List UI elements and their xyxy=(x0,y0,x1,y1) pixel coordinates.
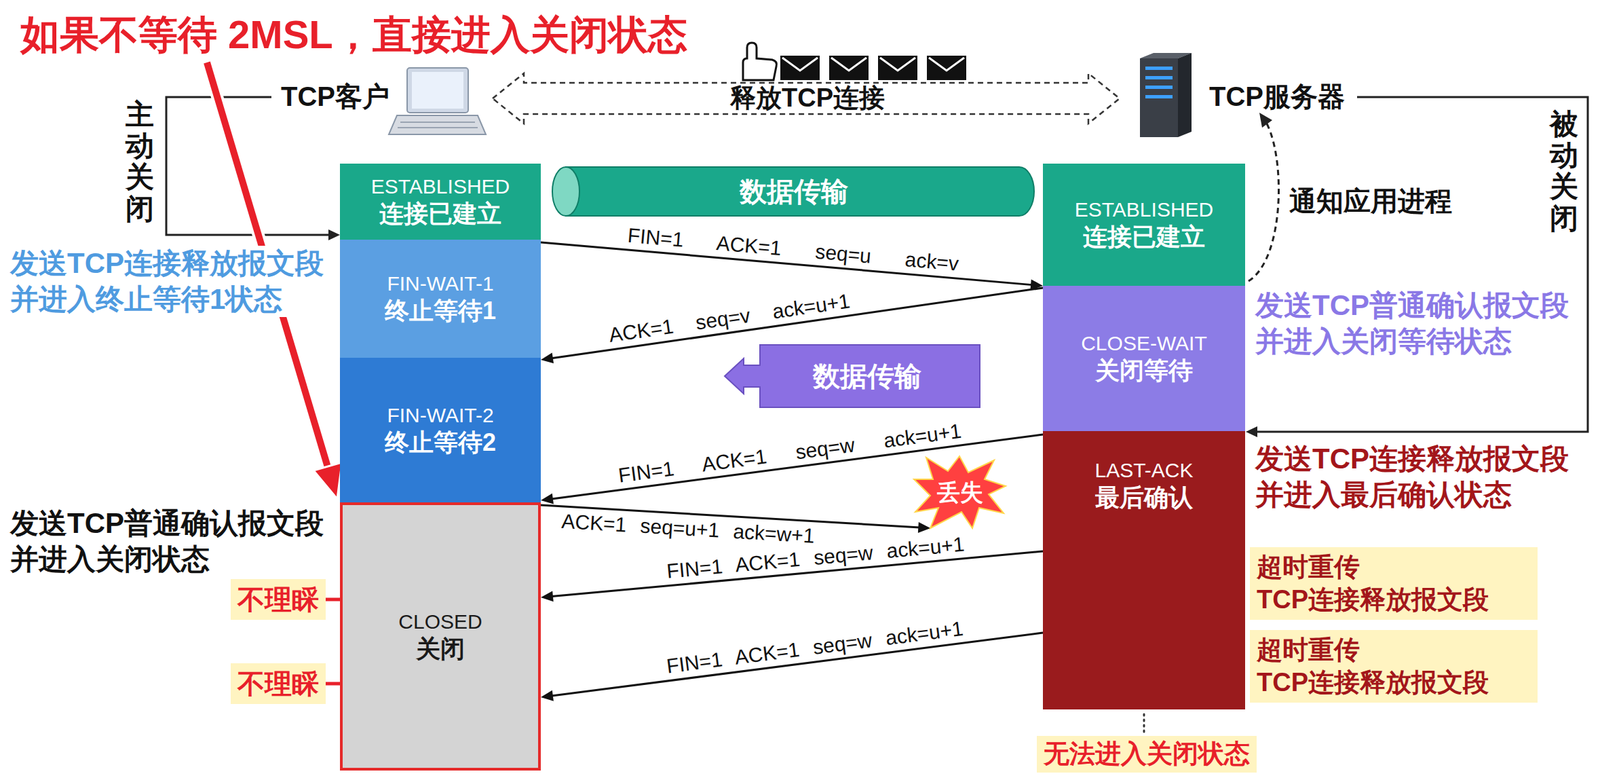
dotted-line xyxy=(1143,713,1146,732)
envelope-icon xyxy=(829,55,869,81)
edge-label: FIN=1 ACK=1 seq=u ack=v xyxy=(624,223,961,277)
note-box: 无法进入关闭状态 xyxy=(1036,735,1257,773)
arrow-head xyxy=(1245,426,1258,437)
bracket-line xyxy=(1256,97,1588,432)
node-text: 连接已建立 xyxy=(1082,221,1206,252)
notify-curve xyxy=(1248,118,1280,281)
note-box: 超时重传 TCP连接释放报文段 xyxy=(1249,546,1538,620)
state-box: FIN-WAIT-2终止等待2 xyxy=(339,357,541,503)
server-front xyxy=(1139,58,1178,138)
pipe-body xyxy=(565,166,1035,216)
state-box: CLOSED关闭 xyxy=(339,502,541,771)
laptop-display xyxy=(411,71,464,109)
node-text: 终止等待2 xyxy=(384,427,497,457)
title-text: 如果不等待 2MSL，直接进入关闭状态 xyxy=(20,10,688,59)
laptop-base xyxy=(388,115,486,135)
step-note: 发送TCP普通确认报文段 并进入关闭状态 xyxy=(10,505,340,577)
pipe-end xyxy=(552,166,580,216)
node-text: CLOSE-WAIT xyxy=(1080,331,1208,356)
node-text: 不理睬 xyxy=(237,667,319,700)
data-arrow: 数据传输 xyxy=(724,344,980,408)
state-box: ESTABLISHED连接已建立 xyxy=(339,163,541,240)
arrow-head xyxy=(1259,112,1273,128)
envelope-flap xyxy=(880,57,916,71)
hand-icon xyxy=(743,42,777,81)
node-text: 关闭等待 xyxy=(1095,355,1193,385)
node-text: 丢失 xyxy=(937,478,984,507)
node-text: 最后确认 xyxy=(1095,482,1193,512)
edge-label: ACK=1 seq=u+1 ack=w+1 xyxy=(559,509,817,549)
edge-label: ACK=1 seq=v ack=u+1 xyxy=(605,289,853,348)
node-text: 不理睬 xyxy=(237,582,319,616)
arrow-head xyxy=(540,690,554,701)
laptop-screen xyxy=(407,67,469,113)
node-text: ESTABLISHED xyxy=(371,174,511,199)
note: 通知应用进程 xyxy=(1289,184,1453,218)
arrow-head xyxy=(540,493,554,505)
server-light xyxy=(1145,94,1173,99)
node-text: FIN-WAIT-2 xyxy=(386,403,494,428)
arrow-head xyxy=(328,229,340,241)
note-box: 不理睬 xyxy=(230,578,326,620)
note-box: 超时重传 TCP连接释放报文段 xyxy=(1249,629,1538,703)
server-light xyxy=(1145,75,1173,80)
data-pipe: 数据传输 xyxy=(550,165,1037,218)
step-note: 发送TCP连接释放报文段 并进入终止等待1状态 xyxy=(10,245,340,317)
envelope-icon xyxy=(780,55,820,81)
server-light xyxy=(1145,66,1173,70)
envelope-icon xyxy=(926,55,967,81)
burst-shape xyxy=(913,455,1006,528)
node-text: 超时重传 TCP连接释放报文段 xyxy=(1256,633,1529,699)
arrow-shape xyxy=(724,344,980,408)
node-text: 关闭 xyxy=(415,633,465,663)
server-side xyxy=(1177,52,1192,138)
edge-label: FIN=1 ACK=1 seq=w ack=u+1 xyxy=(615,418,965,488)
arrow-head xyxy=(540,352,554,364)
state-box: CLOSE-WAIT关闭等待 xyxy=(1042,285,1246,431)
node-text: 无法进入关闭状态 xyxy=(1043,738,1250,770)
node-text: 终止等待1 xyxy=(384,295,497,326)
step-note: 发送TCP普通确认报文段 并进入关闭等待状态 xyxy=(1255,287,1595,359)
note-box: 不理睬 xyxy=(230,662,326,704)
state-box: LAST-ACK最后确认 xyxy=(1042,430,1246,710)
laptop-keys xyxy=(400,121,475,123)
envelope-flap xyxy=(782,57,818,71)
lost-burst: 丢失 xyxy=(913,455,1006,528)
arrow-head xyxy=(540,590,554,602)
state-box: FIN-WAIT-1终止等待1 xyxy=(339,239,541,358)
side-label: 主动关闭 xyxy=(125,99,155,225)
envelope-icon xyxy=(878,55,918,81)
laptop-keys xyxy=(397,126,478,129)
node-text: CLOSED xyxy=(398,609,482,634)
callout-arrow-head xyxy=(313,462,342,499)
node-text: LAST-ACK xyxy=(1094,458,1193,483)
server-light xyxy=(1145,85,1173,89)
node-text: 连接已建立 xyxy=(379,198,502,228)
envelope-flap xyxy=(928,57,965,71)
client-name: TCP客户 xyxy=(280,80,390,113)
step-note: 发送TCP连接释放报文段 并进入最后确认状态 xyxy=(1255,441,1595,513)
side-label: 被动关闭 xyxy=(1549,108,1579,235)
node-text: 数据传输 xyxy=(812,359,922,393)
server-name: TCP服务器 xyxy=(1209,80,1345,113)
arrow-head xyxy=(918,521,931,533)
node-text: ESTABLISHED xyxy=(1074,197,1214,222)
envelope-flap xyxy=(831,57,867,71)
node-text: 超时重传 TCP连接释放报文段 xyxy=(1256,550,1529,616)
dashed-double-arrow xyxy=(492,73,1120,124)
state-box: ESTABLISHED连接已建立 xyxy=(1042,163,1246,286)
arrow-label: 释放TCP连接 xyxy=(730,84,885,113)
node-text: FIN-WAIT-1 xyxy=(386,271,494,296)
node-text: 数据传输 xyxy=(739,175,849,208)
